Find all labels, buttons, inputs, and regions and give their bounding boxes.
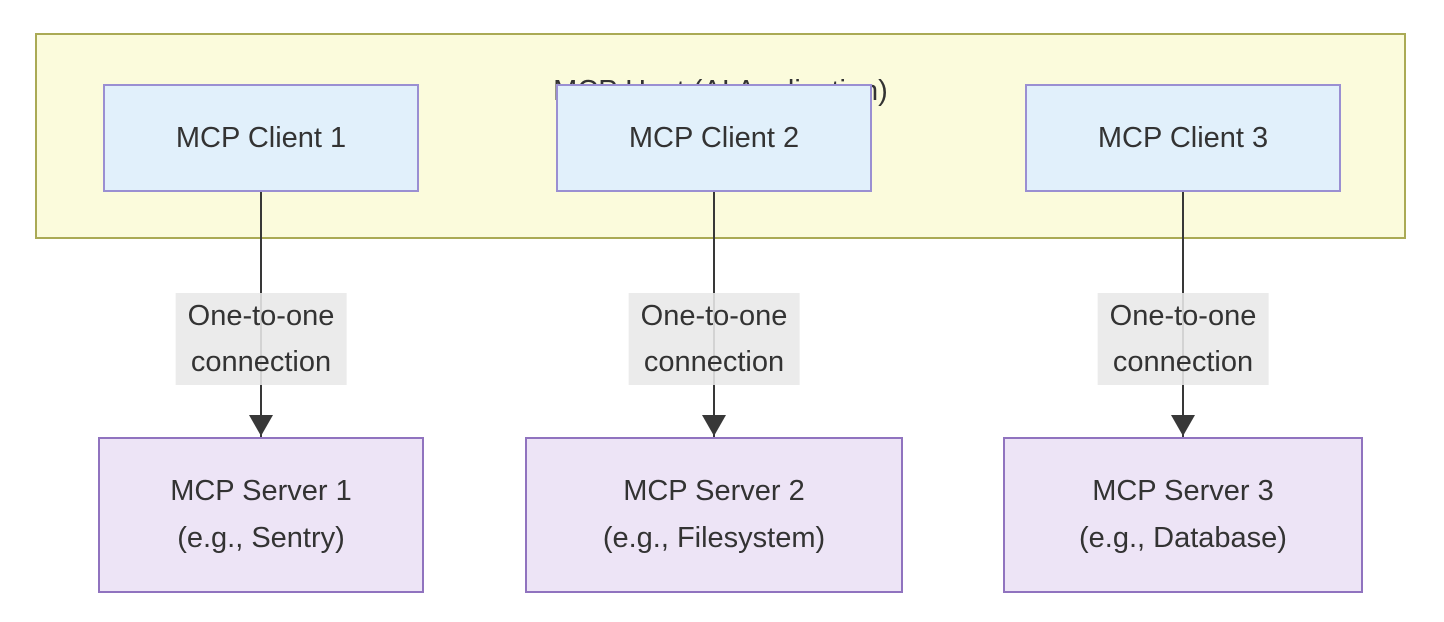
server-node-3-name: MCP Server 3: [1092, 475, 1274, 507]
connection-label-1-line2: connection: [190, 346, 332, 378]
connection-label-2-line1: One-to-one: [640, 300, 788, 332]
server-node-2-example: (e.g., Filesystem): [602, 522, 826, 554]
server-node-1-name: MCP Server 1: [170, 475, 352, 507]
client-node-3: MCP Client 3: [1025, 84, 1341, 192]
connection-label-1: One-to-one connection: [175, 293, 347, 385]
connection-label-3-line2: connection: [1112, 346, 1254, 378]
connection-label-3: One-to-one connection: [1097, 293, 1269, 385]
connection-label-1-line1: One-to-one: [187, 300, 335, 332]
server-node-1-example: (e.g., Sentry): [177, 522, 345, 554]
server-node-1: MCP Server 1 (e.g., Sentry): [98, 437, 424, 593]
connection-label-3-line1: One-to-one: [1109, 300, 1257, 332]
connection-label-2: One-to-one connection: [628, 293, 800, 385]
arrow-down-icon: [249, 415, 273, 436]
arrow-down-icon: [702, 415, 726, 436]
server-node-2-name: MCP Server 2: [623, 475, 805, 507]
client-node-3-label: MCP Client 3: [1097, 121, 1269, 154]
client-node-2-label: MCP Client 2: [628, 121, 800, 154]
server-node-3-example: (e.g., Database): [1079, 522, 1287, 554]
server-node-2: MCP Server 2 (e.g., Filesystem): [525, 437, 903, 593]
connection-label-2-line2: connection: [643, 346, 785, 378]
server-node-3: MCP Server 3 (e.g., Database): [1003, 437, 1363, 593]
arrow-down-icon: [1171, 415, 1195, 436]
client-node-2: MCP Client 2: [556, 84, 872, 192]
client-node-1: MCP Client 1: [103, 84, 419, 192]
client-node-1-label: MCP Client 1: [175, 121, 347, 154]
